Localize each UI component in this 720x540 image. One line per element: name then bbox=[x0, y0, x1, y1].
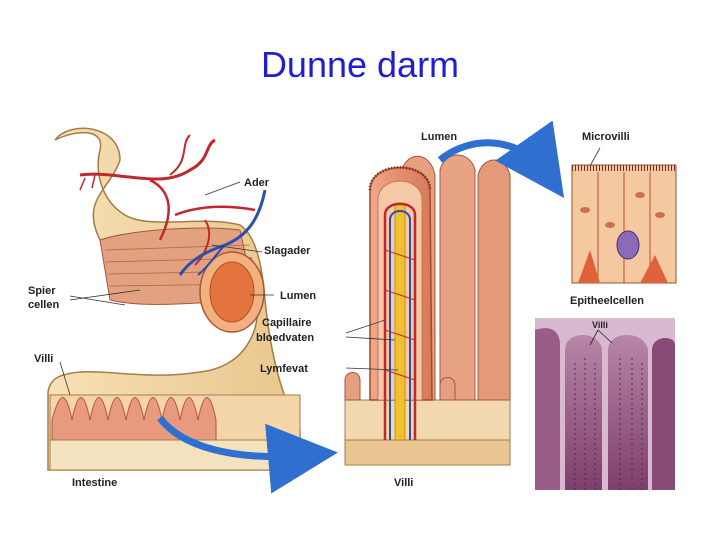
label-spier-line1: Spier bbox=[28, 285, 56, 297]
slide-title: Dunne darm bbox=[260, 44, 460, 85]
leader-lines-middle bbox=[345, 319, 399, 371]
label-capillaire-line1: Capillaire bbox=[262, 317, 312, 329]
label-epitheelcellen: Epitheelcellen bbox=[570, 295, 644, 307]
label-slagader: Slagader bbox=[264, 245, 311, 257]
label-microvilli: Microvilli bbox=[582, 131, 630, 143]
vessels-left bbox=[79, 134, 267, 276]
label-villi-left: Villi bbox=[34, 353, 53, 365]
zoom-arrow-microvilli bbox=[437, 120, 565, 198]
label-lumen-left: Lumen bbox=[280, 290, 316, 302]
villus-section bbox=[344, 154, 511, 466]
label-villi-micrograph: Villi bbox=[592, 320, 608, 330]
epithelial-cells bbox=[571, 164, 677, 284]
label-intestine: Intestine bbox=[72, 477, 117, 489]
microvilli-leader bbox=[589, 147, 601, 167]
label-lymfevat: Lymfevat bbox=[260, 363, 308, 375]
label-spier-line2: cellen bbox=[28, 299, 59, 311]
villi-micrograph bbox=[535, 318, 675, 490]
label-capillaire-line2: bloedvaten bbox=[256, 332, 314, 344]
label-villi-bottom: Villi bbox=[394, 477, 413, 489]
zoom-arrow-villi bbox=[157, 415, 338, 494]
label-lumen-top: Lumen bbox=[421, 131, 457, 143]
label-ader: Ader bbox=[244, 177, 270, 189]
leader-lines-left bbox=[59, 181, 274, 396]
